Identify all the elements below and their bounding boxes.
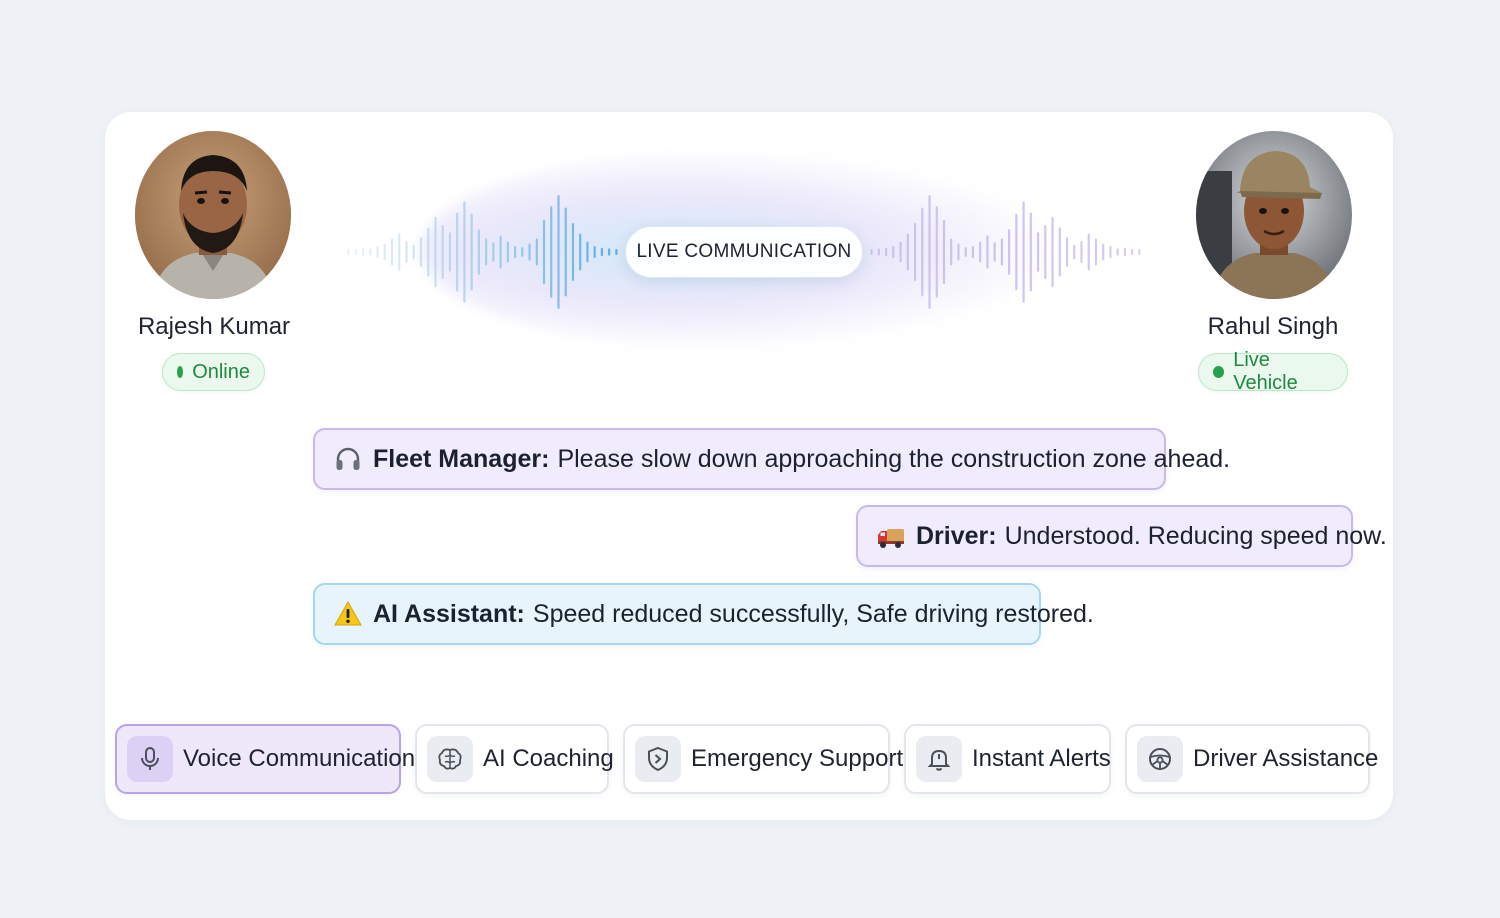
feature-driver-assistance[interactable]: Driver Assistance <box>1125 724 1378 794</box>
brain-icon <box>427 736 473 782</box>
feature-label: Instant Alerts <box>972 745 1111 772</box>
message-text: Speed reduced successfully, Safe driving… <box>532 599 1094 628</box>
live-status-dot <box>1213 366 1225 378</box>
message-text: Understood. Reducing speed now. <box>1004 521 1387 550</box>
feature-label: AI Coaching <box>483 745 614 772</box>
feature-voice-communication[interactable]: Voice Communication <box>115 724 415 794</box>
feature-ai-coaching[interactable]: AI Coaching <box>415 724 614 794</box>
warning-icon <box>334 600 362 626</box>
driver-avatar <box>1196 131 1352 299</box>
message-driver: Driver: Understood. Reducing speed now. <box>856 505 1387 567</box>
feature-label: Driver Assistance <box>1193 745 1379 772</box>
online-status-dot <box>177 366 184 378</box>
driver-status-badge: Live Vehicle <box>1198 349 1348 394</box>
shield-icon <box>635 736 681 782</box>
feature-label: Voice Communication <box>183 745 416 772</box>
feature-label: Emergency Support <box>691 745 904 772</box>
driver-name: Rahul Singh <box>1207 313 1339 340</box>
steering-wheel-icon <box>1137 736 1183 782</box>
message-text: Please slow down approaching the constru… <box>557 444 1231 473</box>
feature-instant-alerts[interactable]: Instant Alerts <box>904 724 1111 794</box>
live-communication-badge: LIVE COMMUNICATION <box>625 226 863 278</box>
manager-status-badge: Online <box>162 353 265 391</box>
manager-status-label: Online <box>192 360 250 383</box>
message-speaker: Fleet Manager: <box>373 444 550 473</box>
driver-status-label: Live Vehicle <box>1233 349 1298 394</box>
manager-name: Rajesh Kumar <box>137 313 291 340</box>
left-sound-wave <box>347 195 618 309</box>
message-ai-assistant: AI Assistant: Speed reduced successfully… <box>313 583 1094 645</box>
manager-avatar <box>135 131 291 299</box>
message-fleet-manager: Fleet Manager: Please slow down approach… <box>313 428 1230 490</box>
feature-emergency-support[interactable]: Emergency Support <box>623 724 903 794</box>
truck-icon <box>878 529 904 548</box>
bell-icon <box>916 736 962 782</box>
headphones-icon <box>336 447 360 470</box>
message-speaker: AI Assistant: <box>373 599 525 628</box>
message-speaker: Driver: <box>916 521 997 550</box>
microphone-icon <box>127 736 173 782</box>
right-sound-wave <box>870 195 1141 309</box>
